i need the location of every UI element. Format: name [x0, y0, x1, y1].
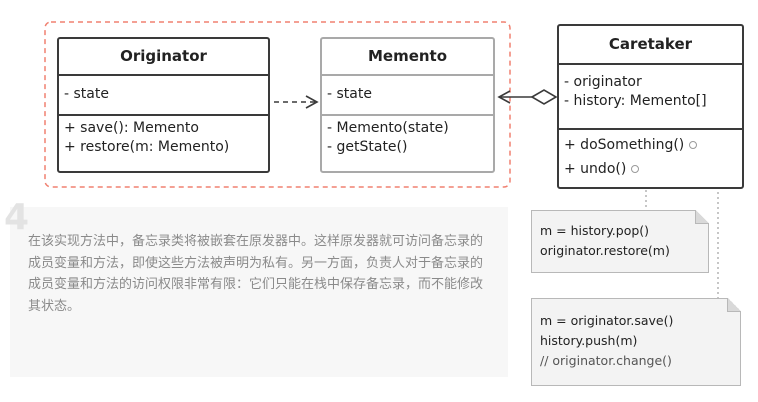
caretaker-method-do-something: + doSomething()	[564, 136, 737, 155]
memento-method: - getState()	[327, 139, 408, 155]
description-text: 在该实现方法中，备忘录类将被嵌套在原发器中。这样原发器就可访问备忘录的成员变量和…	[28, 234, 484, 314]
caretaker-class: Caretaker - originator - history: Mement…	[557, 24, 744, 189]
note-code-comment: // originator.change()	[540, 353, 672, 368]
note-anchor-dot	[689, 141, 698, 149]
description-panel	[10, 207, 508, 377]
originator-method: + save(): Memento	[64, 120, 199, 136]
note-code-line: originator.restore(m)	[540, 243, 670, 258]
undo-note: m = history.pop() originator.restore(m)	[531, 210, 709, 273]
note-code-line: history.push(m)	[540, 333, 638, 348]
caretaker-fields: - originator - history: Memento[]	[559, 65, 742, 128]
originator-field: - state	[64, 86, 109, 102]
originator-fields: - state	[59, 76, 268, 114]
caretaker-method: + undo()	[564, 161, 627, 177]
nesting-boundary	[44, 21, 511, 188]
aggregation-diamond	[530, 89, 558, 105]
dependency-arrowhead	[305, 95, 319, 109]
memento-field: - state	[327, 86, 372, 102]
caretaker-field: - history: Memento[]	[564, 93, 707, 109]
originator-title: Originator	[59, 39, 268, 76]
originator-method: + restore(m: Memento)	[64, 139, 230, 155]
do-something-note: m = originator.save() history.push(m) //…	[531, 298, 741, 386]
step-number: 4	[4, 197, 30, 238]
caretaker-method-undo: + undo()	[564, 160, 737, 179]
caretaker-method: + doSomething()	[564, 137, 685, 153]
note-code-line: m = originator.save()	[540, 313, 674, 328]
memento-title: Memento	[322, 39, 493, 76]
note-fold-icon	[695, 210, 709, 224]
note-code-line: m = history.pop()	[540, 223, 650, 238]
caretaker-title: Caretaker	[559, 26, 742, 65]
memento-fields: - state	[322, 76, 493, 114]
note-fold-icon	[727, 298, 741, 312]
caretaker-field: - originator	[564, 74, 642, 90]
note-anchor-dot	[631, 165, 640, 173]
memento-class: Memento - state - Memento(state) - getSt…	[320, 37, 495, 173]
originator-class: Originator - state + save(): Memento + r…	[57, 37, 270, 173]
originator-methods: + save(): Memento + restore(m: Memento)	[59, 114, 268, 160]
memento-method: - Memento(state)	[327, 120, 449, 136]
memento-methods: - Memento(state) - getState()	[322, 114, 493, 160]
aggregation-arrowhead	[497, 90, 511, 104]
caretaker-methods: + doSomething() + undo()	[559, 128, 742, 182]
